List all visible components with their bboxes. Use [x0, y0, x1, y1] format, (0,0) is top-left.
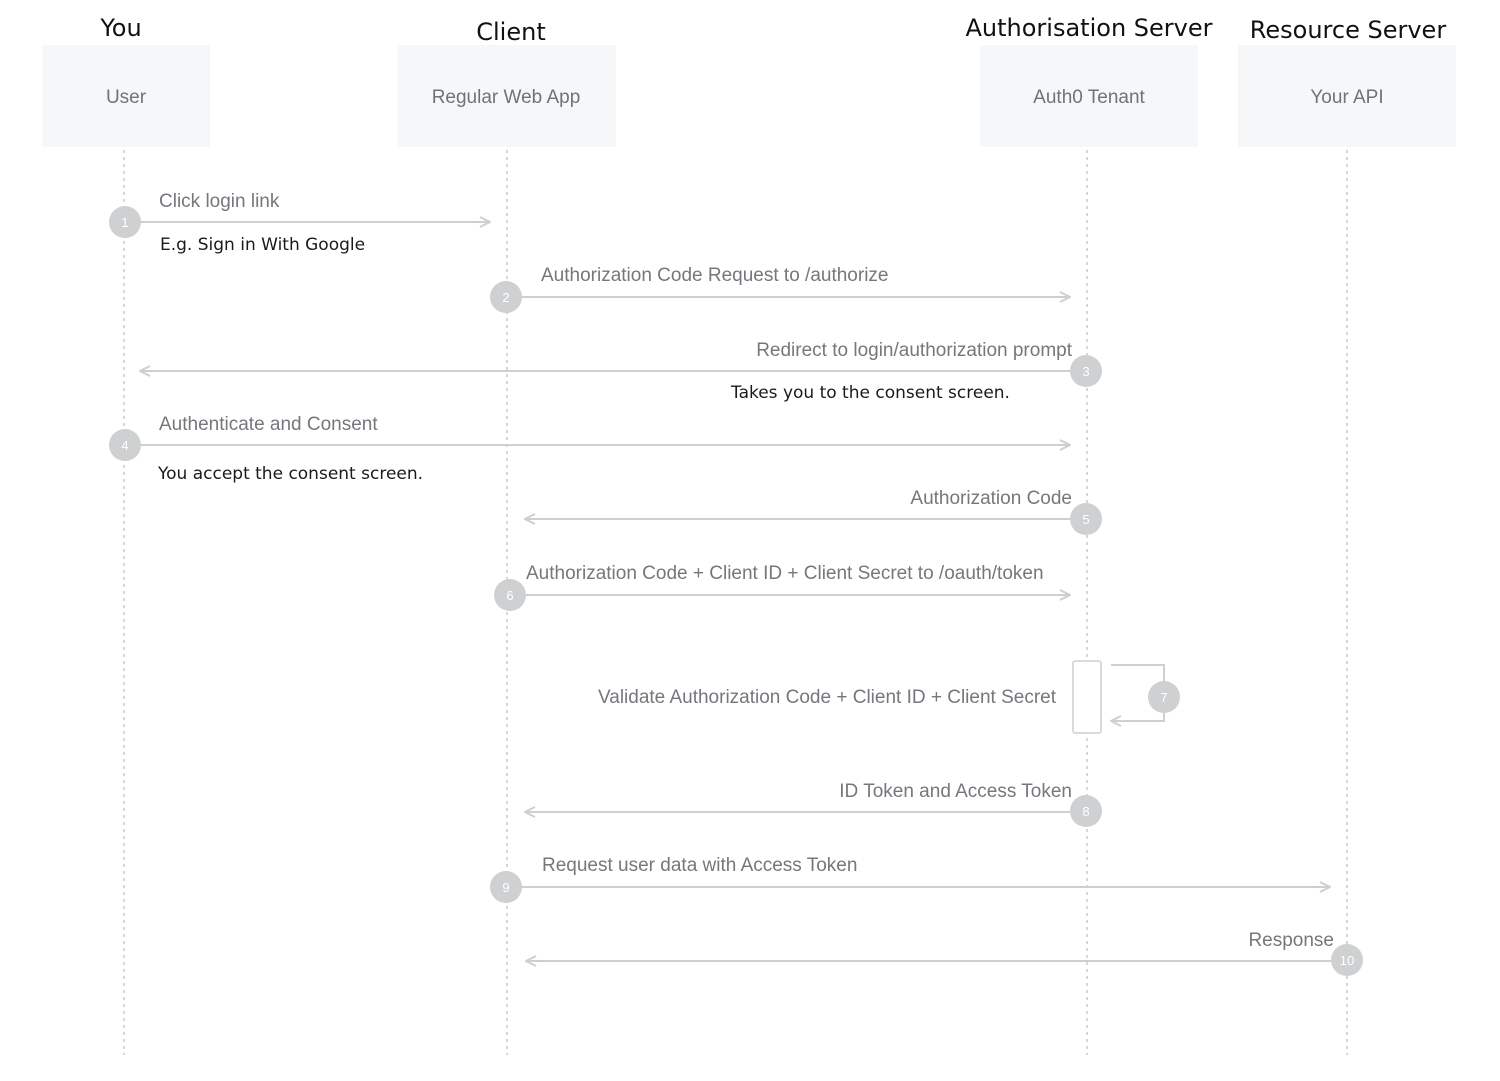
- actor-box-api: [1238, 45, 1456, 147]
- step-number-8: 8: [1082, 804, 1089, 819]
- step-number-2: 2: [502, 290, 509, 305]
- actor-label-web-app: Regular Web App: [432, 87, 581, 108]
- step-badge-2: [490, 281, 522, 313]
- note-step-1: E.g. Sign in With Google: [160, 235, 365, 255]
- message-label-3: Redirect to login/authorization prompt: [756, 340, 1073, 361]
- message-label-6: Authorization Code + Client ID + Client …: [526, 563, 1044, 584]
- step-number-6: 6: [506, 588, 513, 603]
- step-badge-6: [494, 579, 526, 611]
- step-badge-8: [1070, 795, 1102, 827]
- note-step-3: Takes you to the consent screen.: [730, 383, 1010, 403]
- step-number-1: 1: [121, 215, 128, 230]
- actor-label-api: Your API: [1310, 87, 1383, 108]
- message-label-10: Response: [1248, 930, 1334, 951]
- step-badge-4: [109, 429, 141, 461]
- step-number-3: 3: [1082, 364, 1089, 379]
- message-label-5: Authorization Code: [910, 488, 1072, 509]
- actor-label-tenant: Auth0 Tenant: [1033, 87, 1145, 108]
- step-number-7: 7: [1160, 690, 1167, 705]
- actor-box-user: [43, 45, 210, 147]
- step-badge-1: [109, 206, 141, 238]
- note-step-4: You accept the consent screen.: [157, 464, 423, 484]
- step-badge-5: [1070, 503, 1102, 535]
- step-badge-10: [1331, 944, 1363, 976]
- role-title-client: Client: [476, 18, 545, 46]
- role-title-auth-server: Authorisation Server: [966, 14, 1213, 42]
- actor-box-tenant: [980, 45, 1198, 147]
- actor-label-user: User: [106, 87, 147, 108]
- step-badge-7: [1148, 681, 1180, 713]
- step-number-10: 10: [1340, 953, 1354, 968]
- message-label-2: Authorization Code Request to /authorize: [541, 265, 889, 286]
- step-badge-9: [490, 871, 522, 903]
- message-label-1: Click login link: [159, 191, 280, 212]
- step-badge-3: [1070, 355, 1102, 387]
- step-number-9: 9: [502, 880, 509, 895]
- message-label-7: Validate Authorization Code + Client ID …: [598, 687, 1057, 708]
- actor-box-web-app: [397, 45, 616, 147]
- role-title-you: You: [99, 14, 141, 42]
- message-label-8: ID Token and Access Token: [839, 781, 1072, 802]
- step-number-4: 4: [121, 438, 128, 453]
- step-number-5: 5: [1082, 512, 1089, 527]
- role-title-resource-server: Resource Server: [1250, 16, 1447, 44]
- message-label-4: Authenticate and Consent: [159, 414, 378, 435]
- activation-box-tenant: [1072, 660, 1102, 734]
- message-label-9: Request user data with Access Token: [542, 855, 857, 876]
